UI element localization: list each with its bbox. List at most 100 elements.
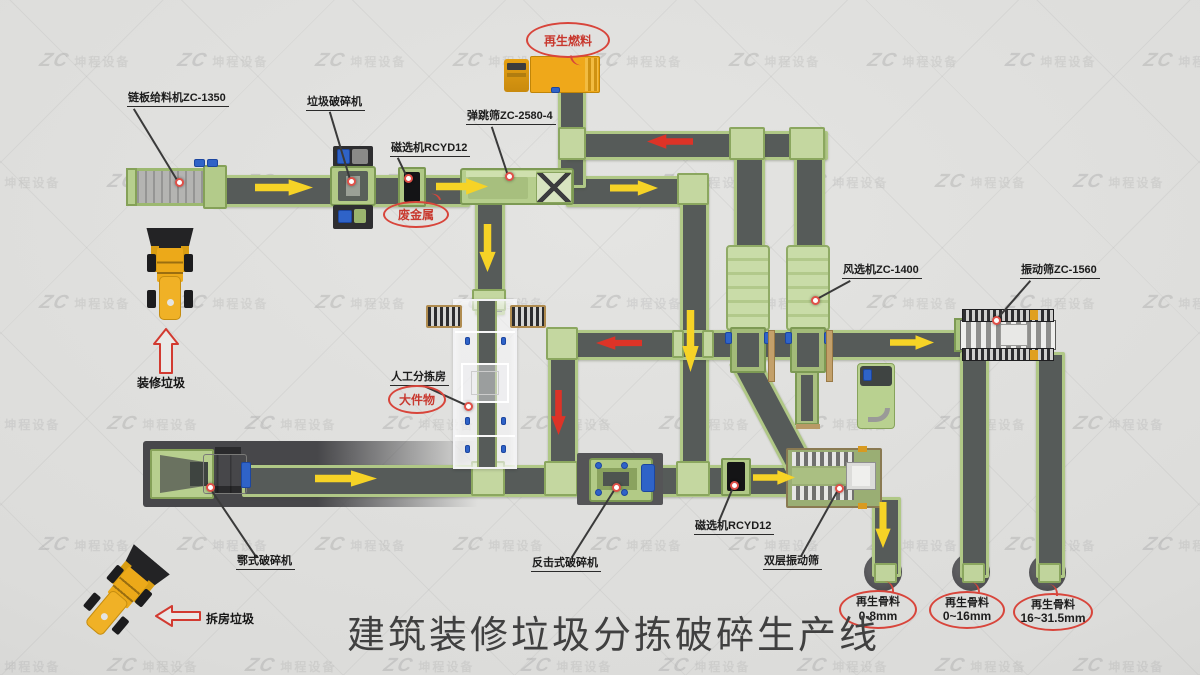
marker-magsep-top (404, 174, 413, 183)
conveyor-lights-return (566, 131, 828, 160)
conveyor-end-cap-1 (874, 563, 897, 583)
junction-return-west-corner (558, 127, 586, 160)
input-arrow-left (155, 605, 201, 627)
air-separator-2-base (785, 327, 831, 373)
marker-bounce-screen (505, 172, 514, 181)
support-leg-1 (768, 330, 775, 382)
input-arrow-up (153, 328, 179, 374)
marker-jaw-crusher (206, 483, 215, 492)
label-impact-crusher: 反击式破碎机 (531, 557, 601, 573)
waste-crusher (328, 146, 376, 232)
sorting-roller-left (426, 305, 462, 328)
support-leg-2 (826, 330, 833, 382)
callout-recycled-fuel: 再生燃料 (526, 22, 610, 58)
conveyor-output-2 (960, 352, 989, 578)
marker-waste-crusher (347, 177, 356, 186)
conveyor-output-3 (1036, 352, 1065, 578)
callout-aggregate-1: 再生骨料 0-8mm (839, 590, 917, 629)
loader-bucket (146, 228, 194, 250)
label-magsep-bottom: 磁选机RCYD12 (694, 520, 775, 536)
conveyor-end-cap-2 (962, 563, 985, 583)
wheel-loader-top (145, 228, 195, 324)
callout-bulky-items: 大件物 (388, 385, 446, 414)
vibrating-screen-zc1560 (954, 306, 1058, 366)
double-deck-screen (786, 446, 884, 510)
impact-crusher (577, 453, 663, 505)
callout-aggregate-3: 再生骨料 16~31.5mm (1013, 593, 1093, 631)
air-separator-2-column (795, 371, 819, 425)
marker-double-deck (835, 484, 844, 493)
label-demolition-waste: 拆房垃圾 (206, 612, 255, 626)
support-foot (796, 424, 820, 429)
marker-chain-feeder (175, 178, 184, 187)
label-waste-crusher: 垃圾破碎机 (306, 96, 365, 112)
marker-vibrating-screen (992, 316, 1001, 325)
junction-cross-tab-right (702, 330, 714, 358)
air-separator-2 (786, 245, 830, 331)
junction-cross-tab-left (672, 330, 684, 358)
label-magsep-top: 磁选机RCYD12 (390, 142, 471, 158)
junction-mid-west-corner (546, 327, 578, 360)
fuel-truck (503, 55, 603, 95)
junction-recirc-main (544, 461, 578, 496)
sorting-room (453, 299, 519, 471)
label-chain-feeder: 链板给料机ZC-1350 (127, 92, 229, 108)
conveyor-recirculate-down (548, 352, 578, 476)
air-separator-1-base (725, 327, 771, 373)
marker-sorting-room (464, 402, 473, 411)
dust-collector (857, 363, 895, 429)
label-double-deck: 双层振动筛 (763, 555, 822, 571)
junction-screen-east-corner (677, 173, 709, 205)
air-separator-1 (726, 245, 770, 331)
junction-return-airsep2 (789, 127, 825, 160)
label-jaw-crusher: 鄂式破碎机 (236, 555, 295, 571)
label-bounce-screen: 弹跳筛ZC-2580-4 (466, 110, 556, 126)
label-air-separator: 风选机ZC-1400 (842, 264, 922, 280)
magnetic-separator-bottom (721, 458, 751, 496)
page-title: 建筑装修垃圾分拣破碎生产线 (347, 613, 881, 657)
label-sorting-room: 人工分拣房 (390, 371, 449, 387)
junction-return-airsep1 (729, 127, 765, 160)
conveyor-end-cap-3 (1038, 563, 1061, 583)
sorting-roller-right (510, 305, 546, 328)
marker-impact-crusher (612, 483, 621, 492)
marker-magsep-bottom (730, 481, 739, 490)
callout-aggregate-2: 再生骨料 0~16mm (929, 591, 1005, 629)
